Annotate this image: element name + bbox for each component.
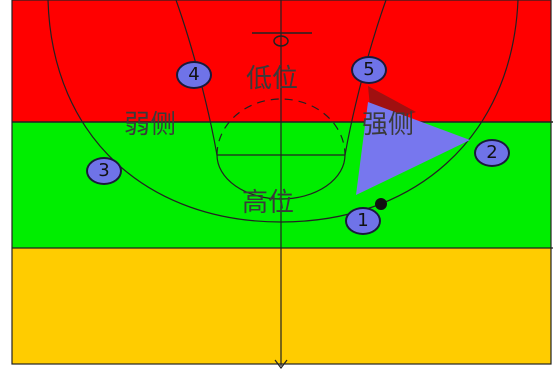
axis-arrowhead bbox=[274, 359, 288, 369]
high-post-label: 高位 bbox=[242, 188, 295, 218]
player-1: 1 bbox=[345, 207, 381, 235]
three-point-arc bbox=[47, 0, 519, 223]
rim bbox=[273, 35, 289, 47]
strong-side-label: 强侧 bbox=[362, 110, 415, 140]
player-3: 3 bbox=[86, 157, 122, 185]
player-4: 4 bbox=[176, 61, 212, 89]
free-throw-circle-lower bbox=[216, 154, 346, 200]
player-5: 5 bbox=[351, 56, 387, 84]
player-2: 2 bbox=[474, 139, 510, 167]
weak-side-label: 弱侧 bbox=[124, 110, 177, 140]
strong-side-triangle bbox=[356, 102, 470, 195]
low-post-label: 低位 bbox=[246, 64, 299, 94]
ball bbox=[375, 198, 387, 210]
